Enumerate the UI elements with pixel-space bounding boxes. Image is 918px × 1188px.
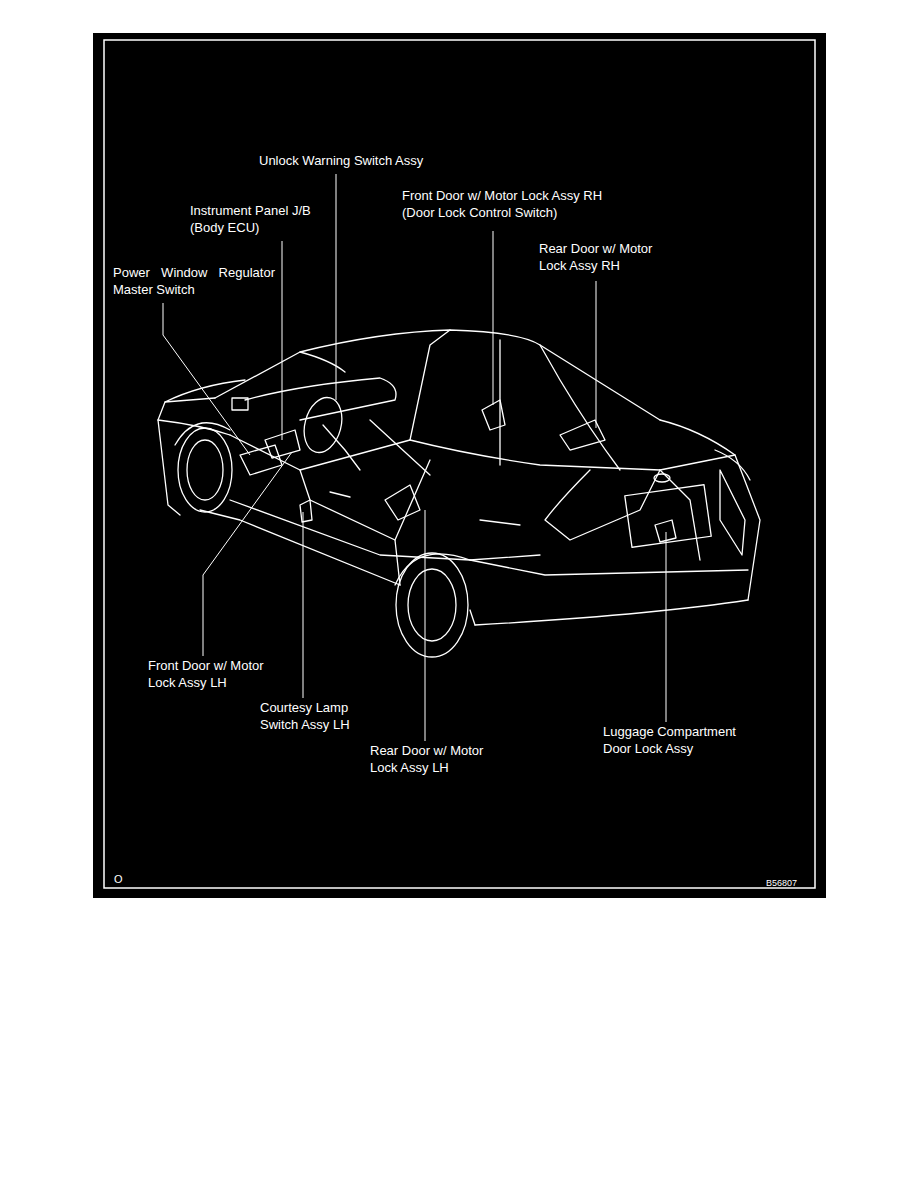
car-outline: [158, 330, 760, 657]
part-label: Front Door w/ Motor Lock Assy LH: [148, 658, 276, 691]
part-label: Unlock Warning Switch Assy: [259, 153, 459, 170]
part-label: Front Door w/ Motor Lock Assy RH (Door L…: [402, 188, 617, 221]
part-label: Rear Door w/ Motor Lock Assy RH: [539, 241, 667, 274]
part-label: O: [114, 872, 134, 886]
black-panel: [93, 33, 826, 898]
part-label: Instrument Panel J/B (Body ECU): [190, 203, 325, 236]
leader-lines: [163, 174, 666, 741]
part-label: Courtesy Lamp Switch Assy LH: [260, 700, 365, 733]
part-label: Rear Door w/ Motor Lock Assy LH: [370, 743, 498, 776]
panel-border: [104, 40, 815, 888]
part-label: Power Window Regulator Master Switch: [113, 265, 275, 298]
part-label: Luggage Compartment Door Lock Assy: [603, 724, 753, 757]
part-label: B56807: [766, 877, 816, 889]
